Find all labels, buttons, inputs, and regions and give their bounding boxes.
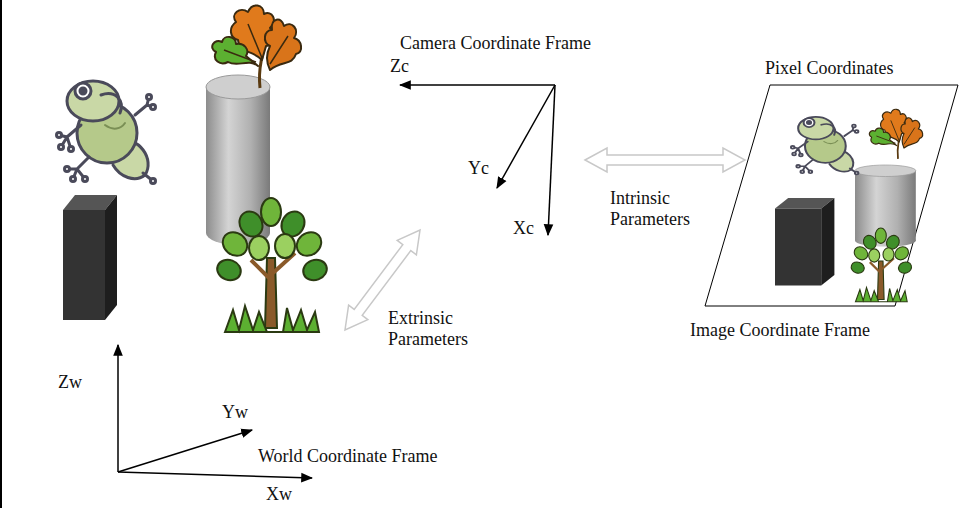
xc-axis: [548, 85, 555, 235]
yc-axis: [497, 85, 555, 188]
axis-label: Zw: [58, 372, 82, 393]
black-box: [63, 195, 117, 320]
image-plane-outline: [705, 85, 958, 306]
axis-label: Yw: [222, 402, 248, 423]
parameter-label: Extrinsic Parameters: [388, 308, 488, 350]
axis-label: Xc: [513, 218, 534, 239]
frame-title: World Coordinate Frame: [258, 446, 438, 467]
frame-border: [0, 0, 2, 508]
image-tree: [850, 228, 913, 302]
image-frog: [791, 117, 858, 174]
frame-title: Pixel Coordinates: [765, 58, 894, 79]
parameter-label: Intrinsic Parameters: [610, 188, 710, 230]
tree-figure: [214, 198, 329, 332]
oak-leaves: [212, 5, 301, 88]
axis-label: Zc: [390, 56, 409, 77]
axis-label: Yc: [468, 158, 489, 179]
frog-figure: [57, 81, 156, 184]
frame-title: Camera Coordinate Frame: [400, 33, 591, 54]
xw-axis: [118, 472, 312, 478]
yw-axis: [118, 430, 252, 472]
intrinsic-double-arrow: [585, 148, 745, 172]
image-plane: [705, 85, 958, 306]
axis-label: Xw: [266, 484, 292, 505]
camera-axes: [400, 85, 555, 235]
frame-title: Image Coordinate Frame: [690, 320, 870, 341]
image-black-box: [775, 198, 834, 286]
zc-axis: [400, 84, 555, 86]
zw-axis: [117, 345, 119, 472]
image-leaves: [869, 109, 922, 159]
